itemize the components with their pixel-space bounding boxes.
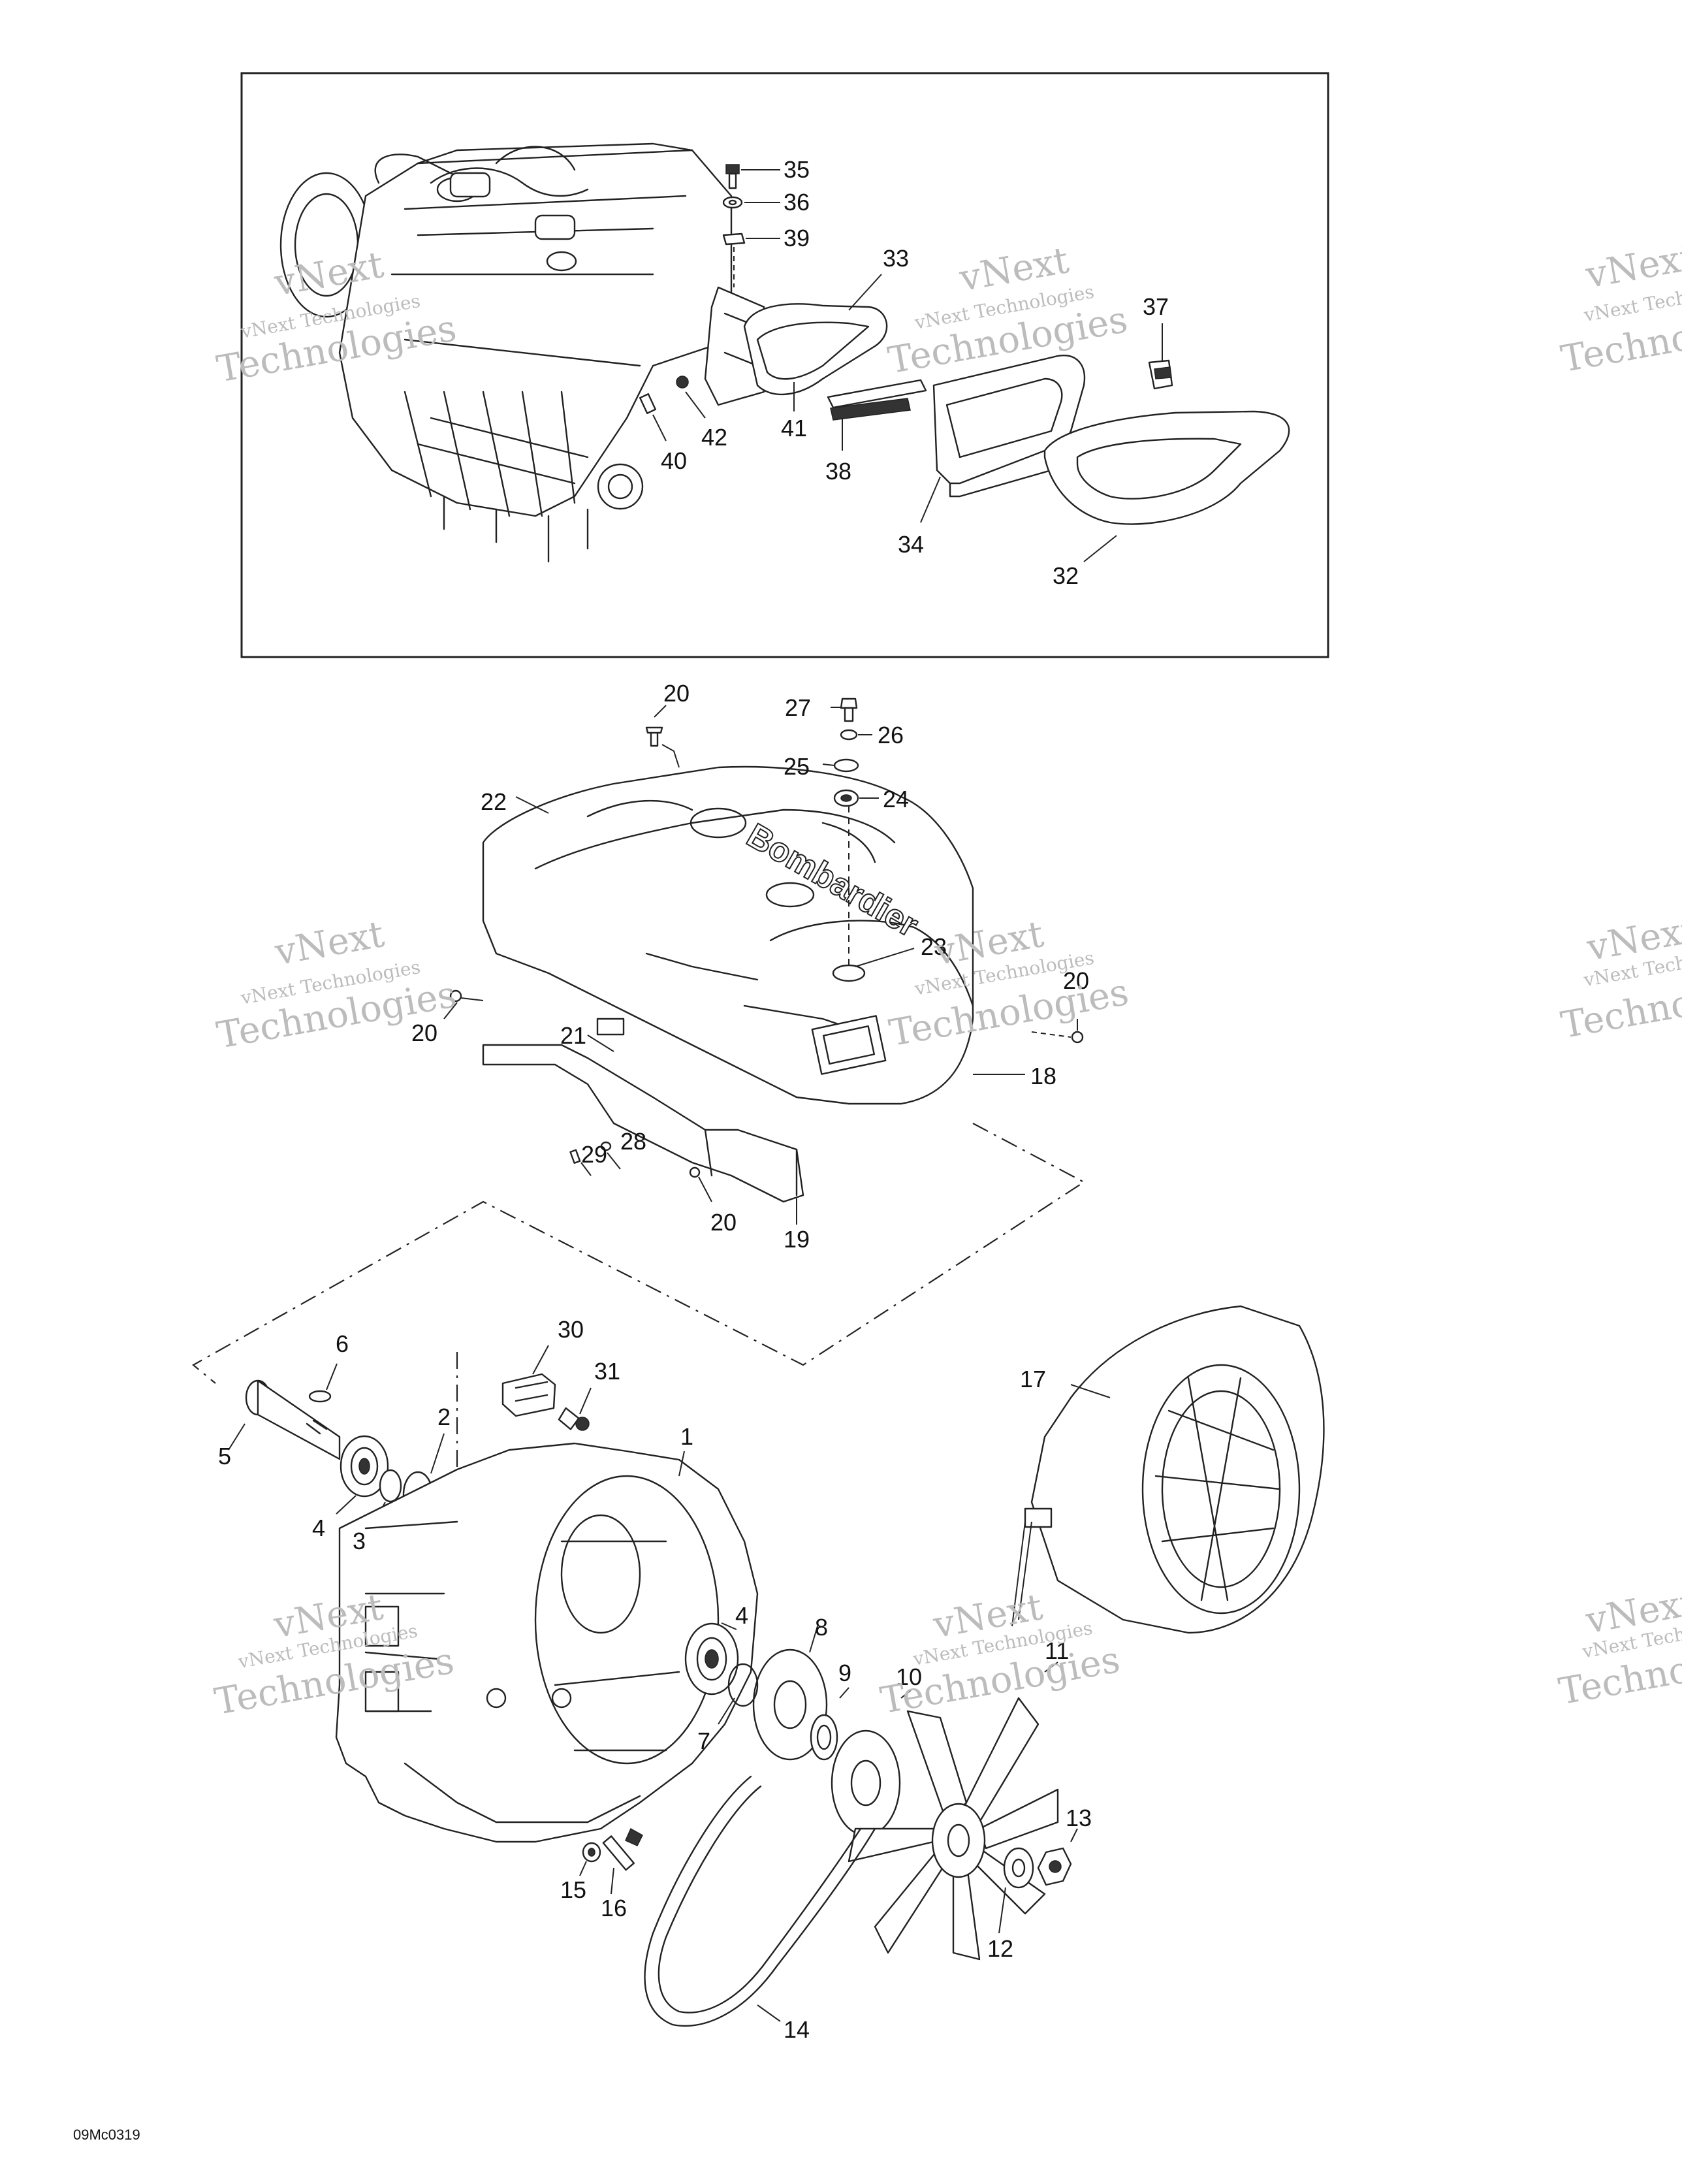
callout-39: 39: [784, 225, 810, 251]
bolt-16: [602, 1827, 643, 1895]
clip-39: [722, 233, 780, 287]
callout-40: 40: [661, 447, 687, 474]
watermark-3: vNext vNext Technologies Technologies: [1558, 236, 1682, 381]
washer-15: [579, 1842, 601, 1876]
bolt-31: [558, 1387, 592, 1431]
washer-7: [718, 1663, 759, 1725]
callout-27: 27: [785, 694, 811, 721]
callout-7: 7: [697, 1727, 710, 1754]
washer-36: [722, 196, 780, 209]
callout-3: 3: [353, 1528, 366, 1554]
callout-29: 29: [581, 1141, 607, 1168]
callout-32: 32: [1053, 562, 1079, 589]
callout-42: 42: [701, 424, 727, 451]
callout-11: 11: [1045, 1637, 1069, 1664]
callout-8: 8: [815, 1614, 828, 1641]
nut-13: [1037, 1828, 1078, 1886]
screw-20-bottom: [689, 1166, 712, 1202]
screw-42: [676, 376, 706, 419]
callout-19: 19: [784, 1226, 810, 1253]
watermark-6: vNext vNext Technologies Technologies: [1558, 908, 1682, 1047]
callout-35: 35: [784, 156, 810, 183]
callout-2: 2: [437, 1404, 451, 1430]
watermark-2: vNext vNext Technologies Technologies: [885, 239, 1130, 382]
svg-text:vNext: vNext: [1582, 236, 1682, 297]
callout-4-left: 4: [312, 1515, 325, 1541]
support-bracket-19: [482, 1044, 804, 1225]
bolt-35: [725, 164, 780, 189]
key-6: [308, 1363, 338, 1403]
intake-cover-32: [1043, 410, 1290, 562]
callout-20-left: 20: [411, 1020, 437, 1046]
leader-23: [855, 948, 915, 967]
housing-1: [335, 1442, 759, 1843]
callout-36: 36: [784, 189, 810, 216]
callout-23: 23: [921, 933, 947, 960]
callout-12: 12: [987, 1935, 1013, 1962]
callout-5: 5: [218, 1443, 231, 1469]
callout-33: 33: [883, 245, 909, 272]
assembly-line-cover: [192, 1123, 1086, 1384]
callout-38: 38: [825, 458, 851, 485]
foam-strip-38: [827, 379, 927, 451]
callout-28: 28: [620, 1128, 646, 1155]
washer-12: [998, 1847, 1034, 1934]
watermark-5: vNext vNext Technologies Technologies: [886, 913, 1132, 1055]
callout-4-right: 4: [735, 1602, 748, 1629]
engine-cover-22: Bombardier: [482, 765, 974, 1105]
stud-stack-24-27: [822, 698, 879, 967]
spacer-9: [810, 1687, 849, 1761]
callout-31: 31: [594, 1358, 620, 1385]
callout-20-bottom: 20: [710, 1209, 737, 1236]
callout-1: 1: [680, 1423, 693, 1450]
callout-10: 10: [896, 1663, 922, 1690]
callout-34: 34: [898, 531, 924, 558]
callout-18: 18: [1030, 1063, 1056, 1089]
clip-37: [1148, 323, 1173, 390]
callout-9: 9: [838, 1660, 851, 1686]
engine-block-illustration: [279, 142, 733, 563]
callout-25: 25: [784, 753, 810, 780]
callout-41: 41: [781, 415, 807, 442]
callout-22: 22: [481, 788, 507, 815]
callout-14: 14: [784, 2016, 810, 2043]
bearing-4-right: [684, 1622, 739, 1695]
callout-20-top: 20: [663, 680, 690, 707]
watermark-9: vNext vNext Technologies Technologies: [1555, 1581, 1682, 1713]
callout-21: 21: [560, 1022, 586, 1049]
diagram-code: 09Mc0319: [73, 2127, 140, 2143]
drive-belt-14: [644, 1775, 876, 2027]
callout-17: 17: [1020, 1366, 1046, 1392]
callout-20-right: 20: [1063, 967, 1089, 994]
part-33-air-duct: [743, 274, 888, 396]
screw-20-top: [645, 705, 680, 768]
callout-37: 37: [1143, 293, 1169, 320]
callout-24: 24: [883, 786, 909, 812]
fan-shroud-17: [1011, 1305, 1325, 1634]
shaft-5: [228, 1379, 341, 1460]
callout-6: 6: [336, 1330, 349, 1357]
screw-20-right: [1031, 1019, 1084, 1044]
callout-16: 16: [601, 1895, 627, 1921]
callout-30: 30: [558, 1316, 584, 1343]
engine-detail-frame: [240, 72, 1329, 658]
callout-15: 15: [560, 1876, 586, 1903]
bracket-21: [587, 1018, 625, 1052]
screw-20-left: [443, 989, 484, 1020]
bearing-4-left: [336, 1435, 389, 1515]
screw-29-28: [569, 1141, 621, 1176]
callout-26: 26: [878, 722, 904, 748]
pulley-half-8: [752, 1626, 828, 1761]
callout-13: 13: [1066, 1805, 1092, 1831]
bracket-30: [501, 1345, 556, 1417]
screw-40: [639, 393, 667, 442]
